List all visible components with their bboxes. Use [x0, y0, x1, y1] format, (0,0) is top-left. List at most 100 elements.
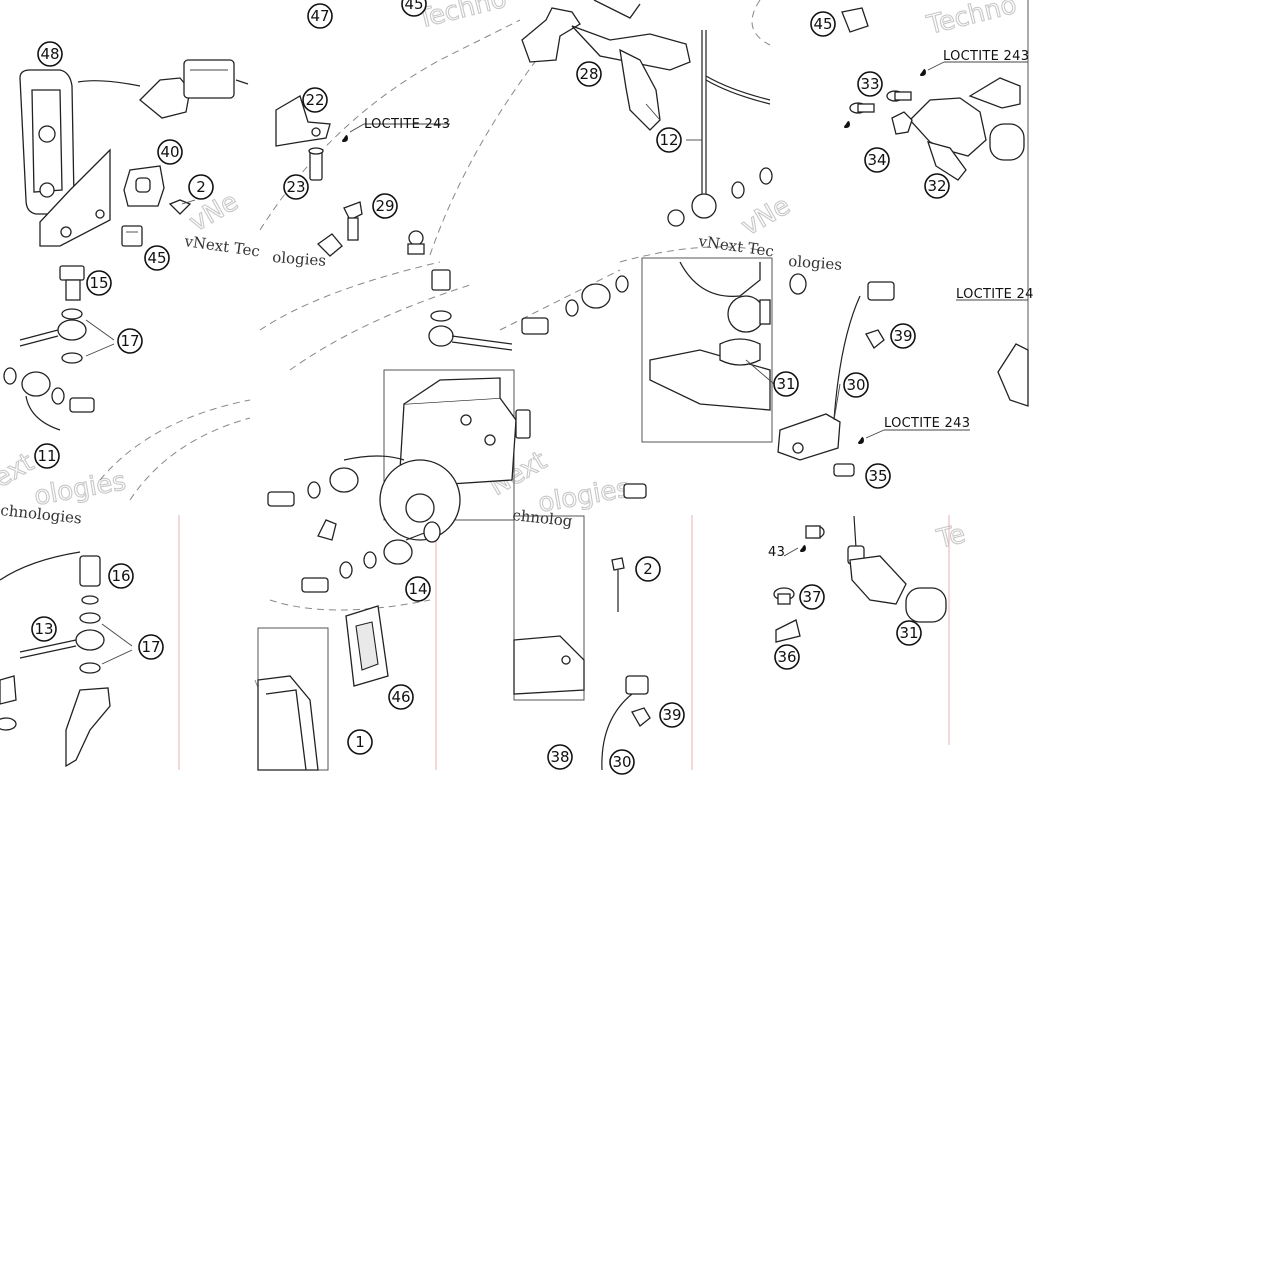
- callout-circle: [37, 41, 63, 67]
- callout-circle: [857, 71, 883, 97]
- bracket-22: [275, 95, 331, 147]
- loctite-note: LOCTITE 243: [364, 117, 450, 132]
- callout-number: 35: [868, 467, 887, 485]
- callout-circle: [810, 11, 836, 37]
- watermark-ghost: Techno: [413, 0, 509, 35]
- callout-circle: [307, 3, 333, 29]
- bracket-31: [641, 257, 773, 443]
- callout-number: 17: [141, 638, 160, 656]
- callout-circle: [302, 87, 328, 113]
- callout-number: 32: [927, 177, 946, 195]
- callout-circle: [773, 371, 799, 397]
- callout-circle: [656, 127, 682, 153]
- callout-circle: [896, 620, 922, 646]
- callout-2: 2: [635, 556, 661, 582]
- callout-number: 31: [899, 624, 918, 642]
- abs-unit: [267, 269, 647, 541]
- callout-48: 48: [37, 41, 63, 67]
- callout-31: 31: [773, 371, 799, 397]
- watermark-text: vNext Tec: [182, 232, 261, 261]
- callout-number: 45: [813, 15, 832, 33]
- callout-circle: [157, 139, 183, 165]
- callout-circle: [659, 702, 685, 728]
- callout-17: 17: [138, 634, 164, 660]
- callout-15: 15: [86, 270, 112, 296]
- callout-46: 46: [388, 684, 414, 710]
- bolt-23: [308, 147, 324, 181]
- tile-rules: [178, 0, 1029, 770]
- callout-circle: [401, 0, 427, 17]
- callout-11: 11: [34, 443, 60, 469]
- callout-33: 33: [857, 71, 883, 97]
- clip-39-lower: [631, 707, 651, 727]
- clamp-40: [123, 165, 196, 215]
- callout-16: 16: [108, 563, 134, 589]
- callout-circle: [609, 749, 635, 775]
- clip-39: [865, 329, 885, 349]
- grommet-46: [345, 605, 389, 687]
- callout-45: 45: [144, 245, 170, 271]
- callout-number: 48: [40, 45, 59, 63]
- connector-45-right: [841, 7, 869, 33]
- bracket-28: [521, 0, 691, 131]
- callout-number: 39: [662, 706, 681, 724]
- callout-circle: [865, 463, 891, 489]
- callout-29: 29: [372, 193, 398, 219]
- banjo-assembly-mid: [521, 275, 629, 335]
- washer-36: [775, 619, 801, 643]
- callout-circle: [283, 174, 309, 200]
- callout-32: 32: [924, 173, 950, 199]
- callout-17: 17: [117, 328, 143, 354]
- callout-circle: [405, 576, 431, 602]
- callout-number: 30: [612, 753, 631, 771]
- callout-number: 22: [305, 91, 324, 109]
- callout-23: 23: [283, 174, 309, 200]
- callout-number: 45: [147, 249, 166, 267]
- callout-number: 2: [196, 178, 206, 196]
- callout-22: 22: [302, 87, 328, 113]
- callout-number: 37: [802, 588, 821, 606]
- callout-circle: [799, 584, 825, 610]
- callout-31: 31: [896, 620, 922, 646]
- banjo-14: [301, 519, 441, 593]
- callout-2: 2: [188, 174, 214, 200]
- callout-circle: [372, 193, 398, 219]
- callout-circle: [117, 328, 143, 354]
- callout-30: 30: [609, 749, 635, 775]
- loctite-note: LOCTITE 243: [884, 416, 970, 431]
- callout-14: 14: [405, 576, 431, 602]
- callout-number: 45: [404, 0, 423, 13]
- callout-circle: [576, 61, 602, 87]
- loctite-note: LOCTITE 243: [943, 49, 1029, 64]
- bolt-2-lower: [611, 557, 625, 612]
- loctite-note: LOCTITE 24: [956, 287, 1034, 302]
- callout-number: 46: [391, 688, 410, 706]
- callout-number: 15: [89, 274, 108, 292]
- callout-number: 23: [286, 178, 305, 196]
- callout-36: 36: [774, 644, 800, 670]
- callout-number: 28: [579, 65, 598, 83]
- callout-circle: [34, 443, 60, 469]
- callout-number: 39: [893, 327, 912, 345]
- watermark-ghost: Te: [933, 519, 968, 555]
- callout-39: 39: [890, 323, 916, 349]
- pressure-switch-16: [0, 551, 133, 768]
- bolt-33: [849, 90, 912, 114]
- callout-35: 35: [865, 463, 891, 489]
- callout-number: 12: [659, 131, 678, 149]
- callout-number: 36: [777, 648, 796, 666]
- callout-number: 47: [310, 7, 329, 25]
- callout-circle: [547, 744, 573, 770]
- bracket-lower: [513, 515, 585, 701]
- callout-38: 38: [547, 744, 573, 770]
- callout-number: 29: [375, 197, 394, 215]
- callout-circle: [864, 147, 890, 173]
- callout-circle: [86, 270, 112, 296]
- callout-circle: [635, 556, 661, 582]
- watermark-text: ologies: [272, 248, 327, 270]
- callout-number: 11: [37, 447, 56, 465]
- watermark-ghost: vNe: [737, 191, 796, 242]
- callout-number: 17: [120, 332, 139, 350]
- callout-47: 47: [307, 3, 333, 29]
